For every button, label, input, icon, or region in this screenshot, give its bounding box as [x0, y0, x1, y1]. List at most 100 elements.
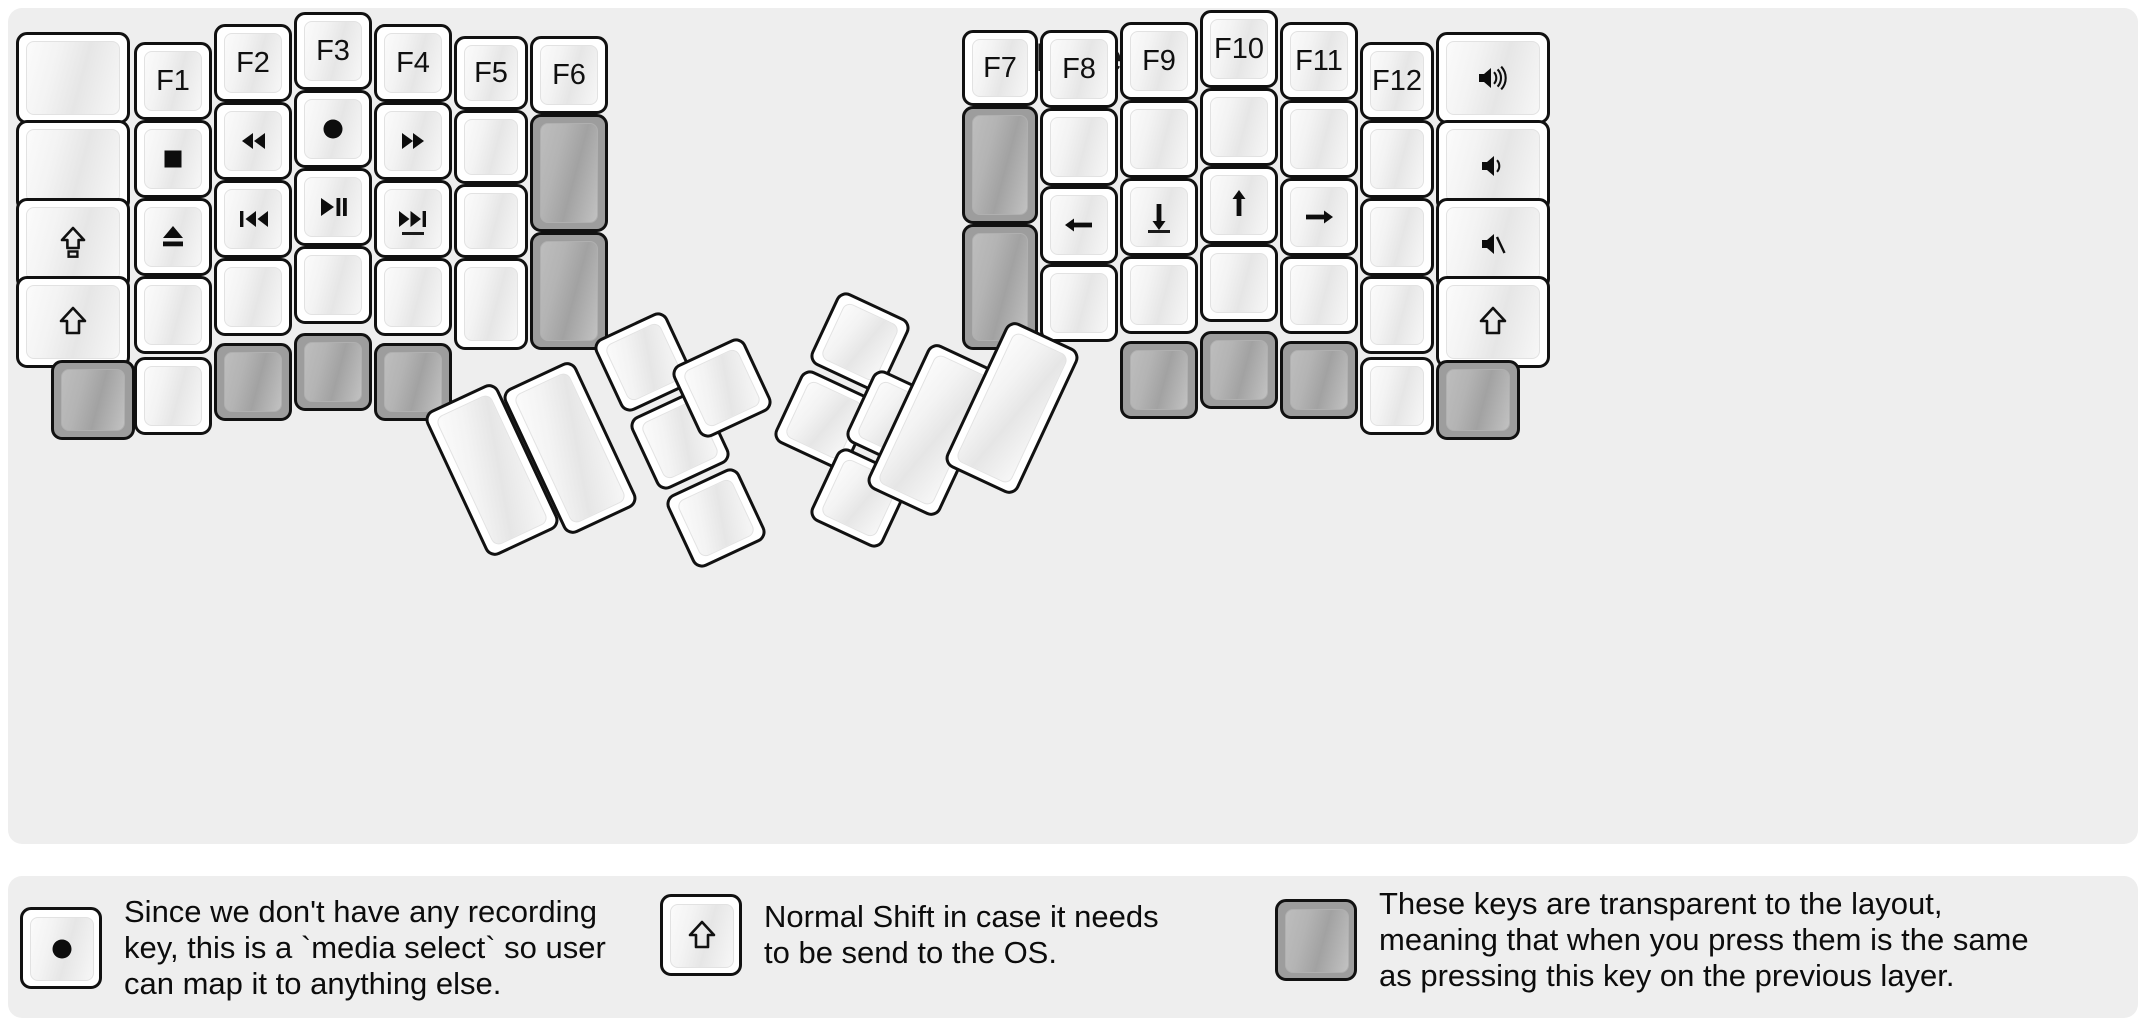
shift-icon [682, 916, 722, 956]
keycap-face [1285, 908, 1349, 973]
key-play-pause[interactable] [294, 168, 372, 246]
keycap-face [540, 241, 598, 341]
rewind-icon [233, 121, 273, 161]
key-f1[interactable]: F1 [134, 42, 212, 120]
key-blank[interactable] [1120, 256, 1198, 334]
keycap-face [224, 111, 282, 171]
key-f8[interactable]: F8 [1040, 30, 1118, 108]
arrow-left-icon [1059, 205, 1099, 245]
key-f9[interactable]: F9 [1120, 22, 1198, 100]
key-transparent[interactable] [294, 333, 372, 411]
key-eject[interactable] [134, 198, 212, 276]
key-blank[interactable] [1120, 100, 1198, 178]
key-arrow-down[interactable] [1120, 178, 1198, 256]
keycap-face [1210, 97, 1268, 157]
key-blank[interactable] [1280, 100, 1358, 178]
key-blank[interactable] [1040, 264, 1118, 342]
key-blank[interactable] [1200, 244, 1278, 322]
key-blank[interactable] [214, 258, 292, 336]
key-blank[interactable] [454, 110, 528, 184]
key-arrow-left[interactable] [1040, 186, 1118, 264]
key-transparent[interactable] [51, 360, 135, 440]
key-blank[interactable] [1040, 108, 1118, 186]
keycap-face [1290, 265, 1348, 325]
legend-description: Since we don't have any recording key, t… [124, 894, 606, 1001]
key-volume-up[interactable] [1436, 32, 1550, 124]
key-transparent[interactable] [962, 106, 1038, 224]
key-blank[interactable] [1280, 256, 1358, 334]
key-f11[interactable]: F11 [1280, 22, 1358, 100]
key-fastforward[interactable] [374, 102, 452, 180]
key-label: F4 [396, 46, 430, 79]
key-blank[interactable] [1200, 88, 1278, 166]
key-blank[interactable] [294, 246, 372, 324]
key-f7[interactable]: F7 [962, 30, 1038, 106]
key-f6[interactable]: F6 [530, 36, 608, 114]
eject-icon [153, 217, 193, 257]
key-shift[interactable] [16, 276, 130, 368]
key-blank[interactable] [454, 258, 528, 350]
arrow-down-icon [1139, 197, 1179, 237]
keycap-face [304, 342, 362, 402]
key-f10[interactable]: F10 [1200, 10, 1278, 88]
key-label: F7 [983, 51, 1017, 84]
key-arrow-right[interactable] [1280, 178, 1358, 256]
key-transparent[interactable] [1436, 360, 1520, 440]
keycap-face: F8 [1050, 39, 1108, 99]
key-shift[interactable] [1436, 276, 1550, 368]
key-stop[interactable] [134, 120, 212, 198]
keycap-face [384, 352, 442, 412]
key-transparent[interactable] [530, 114, 608, 232]
keycap-face [304, 177, 362, 237]
key-blank[interactable] [134, 276, 212, 354]
key-volume-down[interactable] [1436, 120, 1550, 212]
key-f12[interactable]: F12 [1360, 42, 1434, 120]
key-transparent[interactable] [1280, 341, 1358, 419]
keycap-face [1370, 129, 1424, 189]
legend-transparent: These keys are transparent to the layout… [1275, 886, 2029, 994]
key-blank[interactable] [374, 258, 452, 336]
keycap-face: F9 [1130, 31, 1188, 91]
keycap-face [1290, 187, 1348, 247]
shift-icon [1473, 302, 1513, 342]
key-f3[interactable]: F3 [294, 12, 372, 90]
arrow-right-icon [1299, 197, 1339, 237]
key-blank[interactable] [454, 184, 528, 258]
arrow-up-icon [1219, 185, 1259, 225]
keycap-face [1050, 117, 1108, 177]
key-sub-dash [1148, 230, 1170, 233]
key-blank[interactable] [16, 32, 130, 124]
key-transparent[interactable] [374, 343, 452, 421]
record-icon [42, 929, 82, 969]
key-label: F5 [474, 56, 508, 89]
key-rewind[interactable] [214, 102, 292, 180]
key-transparent[interactable] [1200, 331, 1278, 409]
key-f4[interactable]: F4 [374, 24, 452, 102]
keycap-face [681, 347, 763, 429]
key-arrow-up[interactable] [1200, 166, 1278, 244]
key-blank[interactable] [134, 357, 212, 435]
key-next-track[interactable] [374, 180, 452, 258]
key-blank[interactable] [1360, 120, 1434, 198]
keycap-face [1370, 207, 1424, 267]
key-transparent[interactable] [214, 343, 292, 421]
key-record[interactable] [294, 90, 372, 168]
key-caps-shift[interactable] [16, 198, 130, 290]
keycap-face [144, 285, 202, 345]
key-blank[interactable] [1360, 276, 1434, 354]
key-f2[interactable]: F2 [214, 24, 292, 102]
key-label: F2 [236, 46, 270, 79]
keycap-face [1130, 350, 1188, 410]
keycap-face [1130, 109, 1188, 169]
keycap-face [675, 477, 757, 559]
keycap-face [26, 41, 120, 115]
keycap-face [1050, 273, 1108, 333]
key-transparent[interactable] [1120, 341, 1198, 419]
key-volume-mute[interactable] [1436, 198, 1550, 290]
key-prev-track[interactable] [214, 180, 292, 258]
key-transparent[interactable] [530, 232, 608, 350]
key-f5[interactable]: F5 [454, 36, 528, 110]
key-blank[interactable] [1360, 357, 1434, 435]
keycap-face [1446, 207, 1540, 281]
key-blank[interactable] [1360, 198, 1434, 276]
